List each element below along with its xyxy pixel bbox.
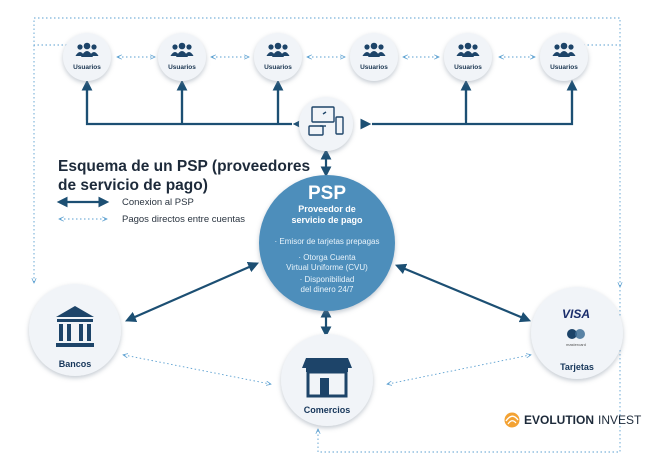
solid-arrows (81, 79, 578, 338)
user-label: Usuarios (550, 64, 578, 71)
legend-solid-label: Conexion al PSP (122, 197, 194, 208)
legend-dotted-label: Pagos directos entre cuentas (122, 214, 246, 225)
users-icon (170, 42, 194, 57)
psp-item: Virtual Uniforme (CVU) (286, 263, 368, 272)
users-icon (362, 42, 386, 57)
user-node (540, 33, 588, 81)
bancos-label: Bancos (58, 359, 92, 369)
user-label: Usuarios (360, 64, 388, 71)
user-label: Usuarios (168, 64, 196, 71)
user-node (254, 33, 302, 81)
user-node (444, 33, 492, 81)
computer-icon (308, 106, 344, 136)
user-node (63, 33, 111, 81)
comercios-label: Comercios (303, 405, 351, 415)
diagram-title: Esquema de un PSP (proveedores de servic… (58, 158, 311, 194)
psp-subtitle-line1: Proveedor de (298, 204, 356, 214)
store-icon (302, 358, 352, 398)
computer-node (299, 97, 353, 151)
tarjetas-label: Tarjetas (560, 362, 594, 372)
user-label: Usuarios (264, 64, 292, 71)
brand-bold: EVOLUTION (524, 413, 595, 427)
psp-item: · Disponibilidad (299, 275, 355, 284)
legend-solid: Conexion al PSP (114, 197, 194, 208)
psp-title: PSP (307, 183, 347, 204)
psp-item: · Emisor de tarjetas prepagas (274, 237, 380, 246)
psp-circle (259, 175, 395, 311)
users-icon (266, 42, 290, 57)
visa-logo: VISA (561, 307, 590, 321)
outer-dotted-frame (34, 17, 620, 453)
psp-subtitle-line2: servicio de pago (291, 215, 363, 225)
user-node (158, 33, 206, 81)
brand-normal: INVEST (598, 413, 642, 427)
psp-subtitle: Proveedor de servicio de pago (262, 204, 392, 226)
legend-dotted: Pagos directos entre cuentas (114, 214, 245, 225)
bancos-node (29, 284, 121, 376)
mastercard-icon (567, 329, 585, 339)
users-icon (456, 42, 480, 57)
bank-icon (56, 306, 94, 347)
users-icon (75, 42, 99, 57)
evolution-invest-logo: EVOLUTION INVEST (524, 413, 641, 427)
dotted-bottom-links (124, 355, 530, 384)
users-group (63, 33, 588, 81)
user-label: Usuarios (73, 64, 101, 71)
tarjetas-node (531, 287, 623, 379)
mastercard-label: mastercard (565, 342, 586, 347)
user-node (350, 33, 398, 81)
user-label: Usuarios (454, 64, 482, 71)
psp-item: · Otorga Cuenta (298, 253, 356, 262)
evolution-logo-icon (504, 412, 520, 428)
psp-item: del dinero 24/7 (300, 285, 354, 294)
comercios-node (281, 334, 373, 426)
users-icon (552, 42, 576, 57)
